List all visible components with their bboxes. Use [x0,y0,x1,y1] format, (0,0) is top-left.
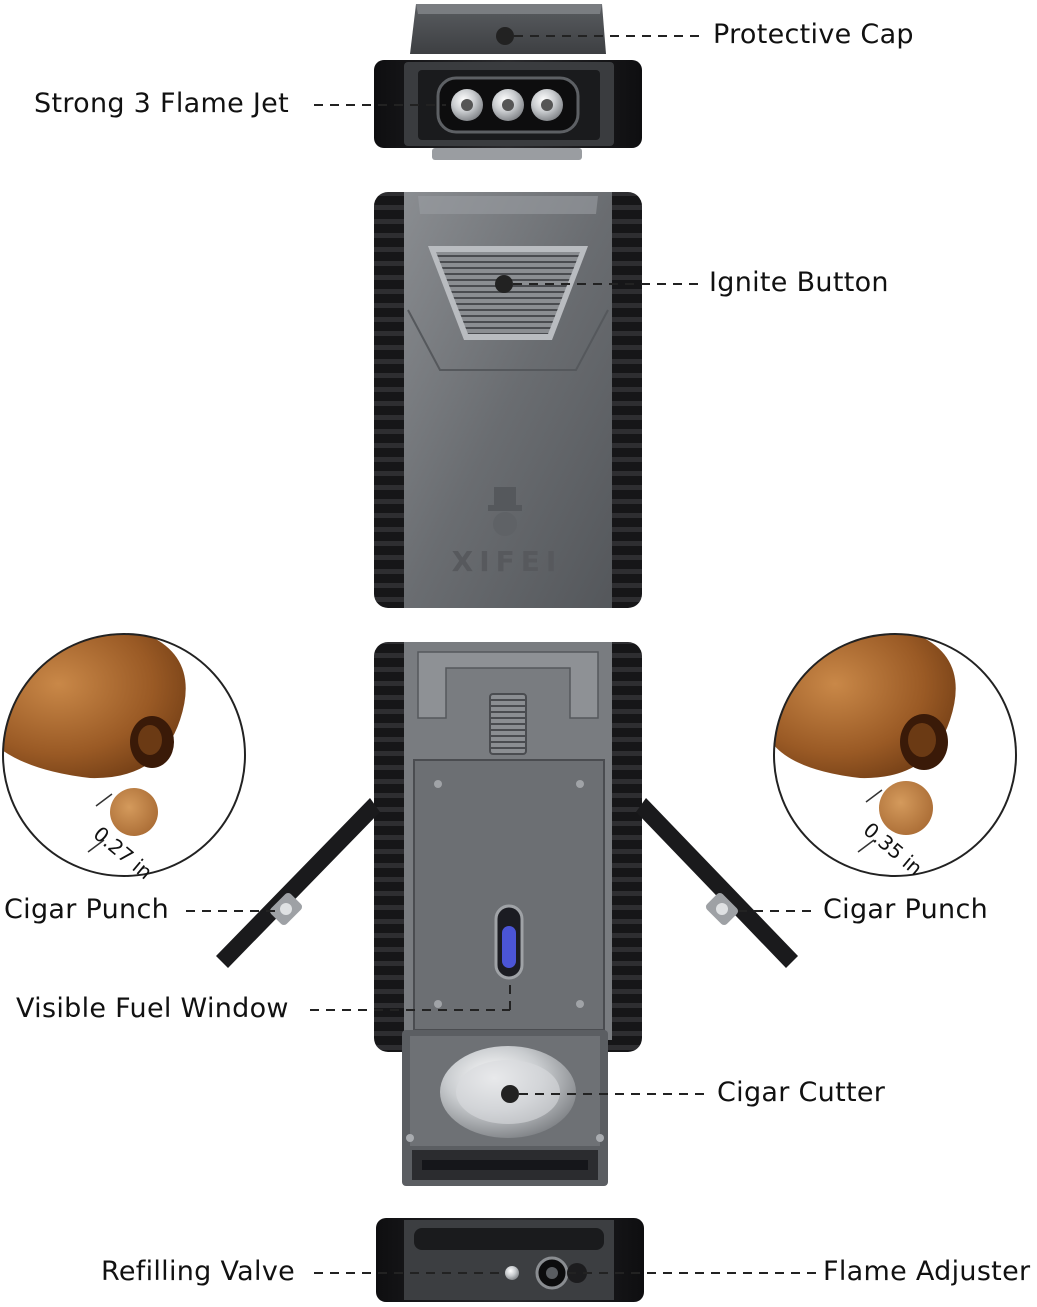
cigar-punch-left [216,798,380,968]
label-cigar-cutter: Cigar Cutter [717,1077,886,1108]
punch-detail-left: 0.27 in [2,633,246,884]
cigar-punch-right [636,798,798,968]
label-cigar-punch-left: Cigar Punch [4,894,170,925]
lighter-body: XIFEI [374,192,642,608]
leader-lines [186,27,818,1274]
lighter-back [374,642,642,1052]
refilling-valve-icon [505,1266,519,1280]
flame-jet-head [374,60,642,160]
label-refilling-valve: Refilling Valve [101,1256,296,1287]
label-cigar-punch-right: Cigar Punch [823,894,989,925]
label-ignite-button: Ignite Button [709,267,889,298]
cigar-cutter [402,1030,608,1186]
brand-text: XIFEI [452,545,563,578]
lighter-bottom [376,1218,644,1302]
ignite-button [428,246,588,340]
punch-detail-right: 0.35 in [773,633,1017,880]
fuel-window [494,904,524,980]
label-protective-cap: Protective Cap [713,19,914,50]
label-flame-adjuster: Flame Adjuster [823,1256,1031,1287]
xifei-logo-icon: XIFEI [452,487,563,578]
label-flame-jet: Strong 3 Flame Jet [34,88,289,119]
label-fuel-window: Visible Fuel Window [16,993,289,1024]
